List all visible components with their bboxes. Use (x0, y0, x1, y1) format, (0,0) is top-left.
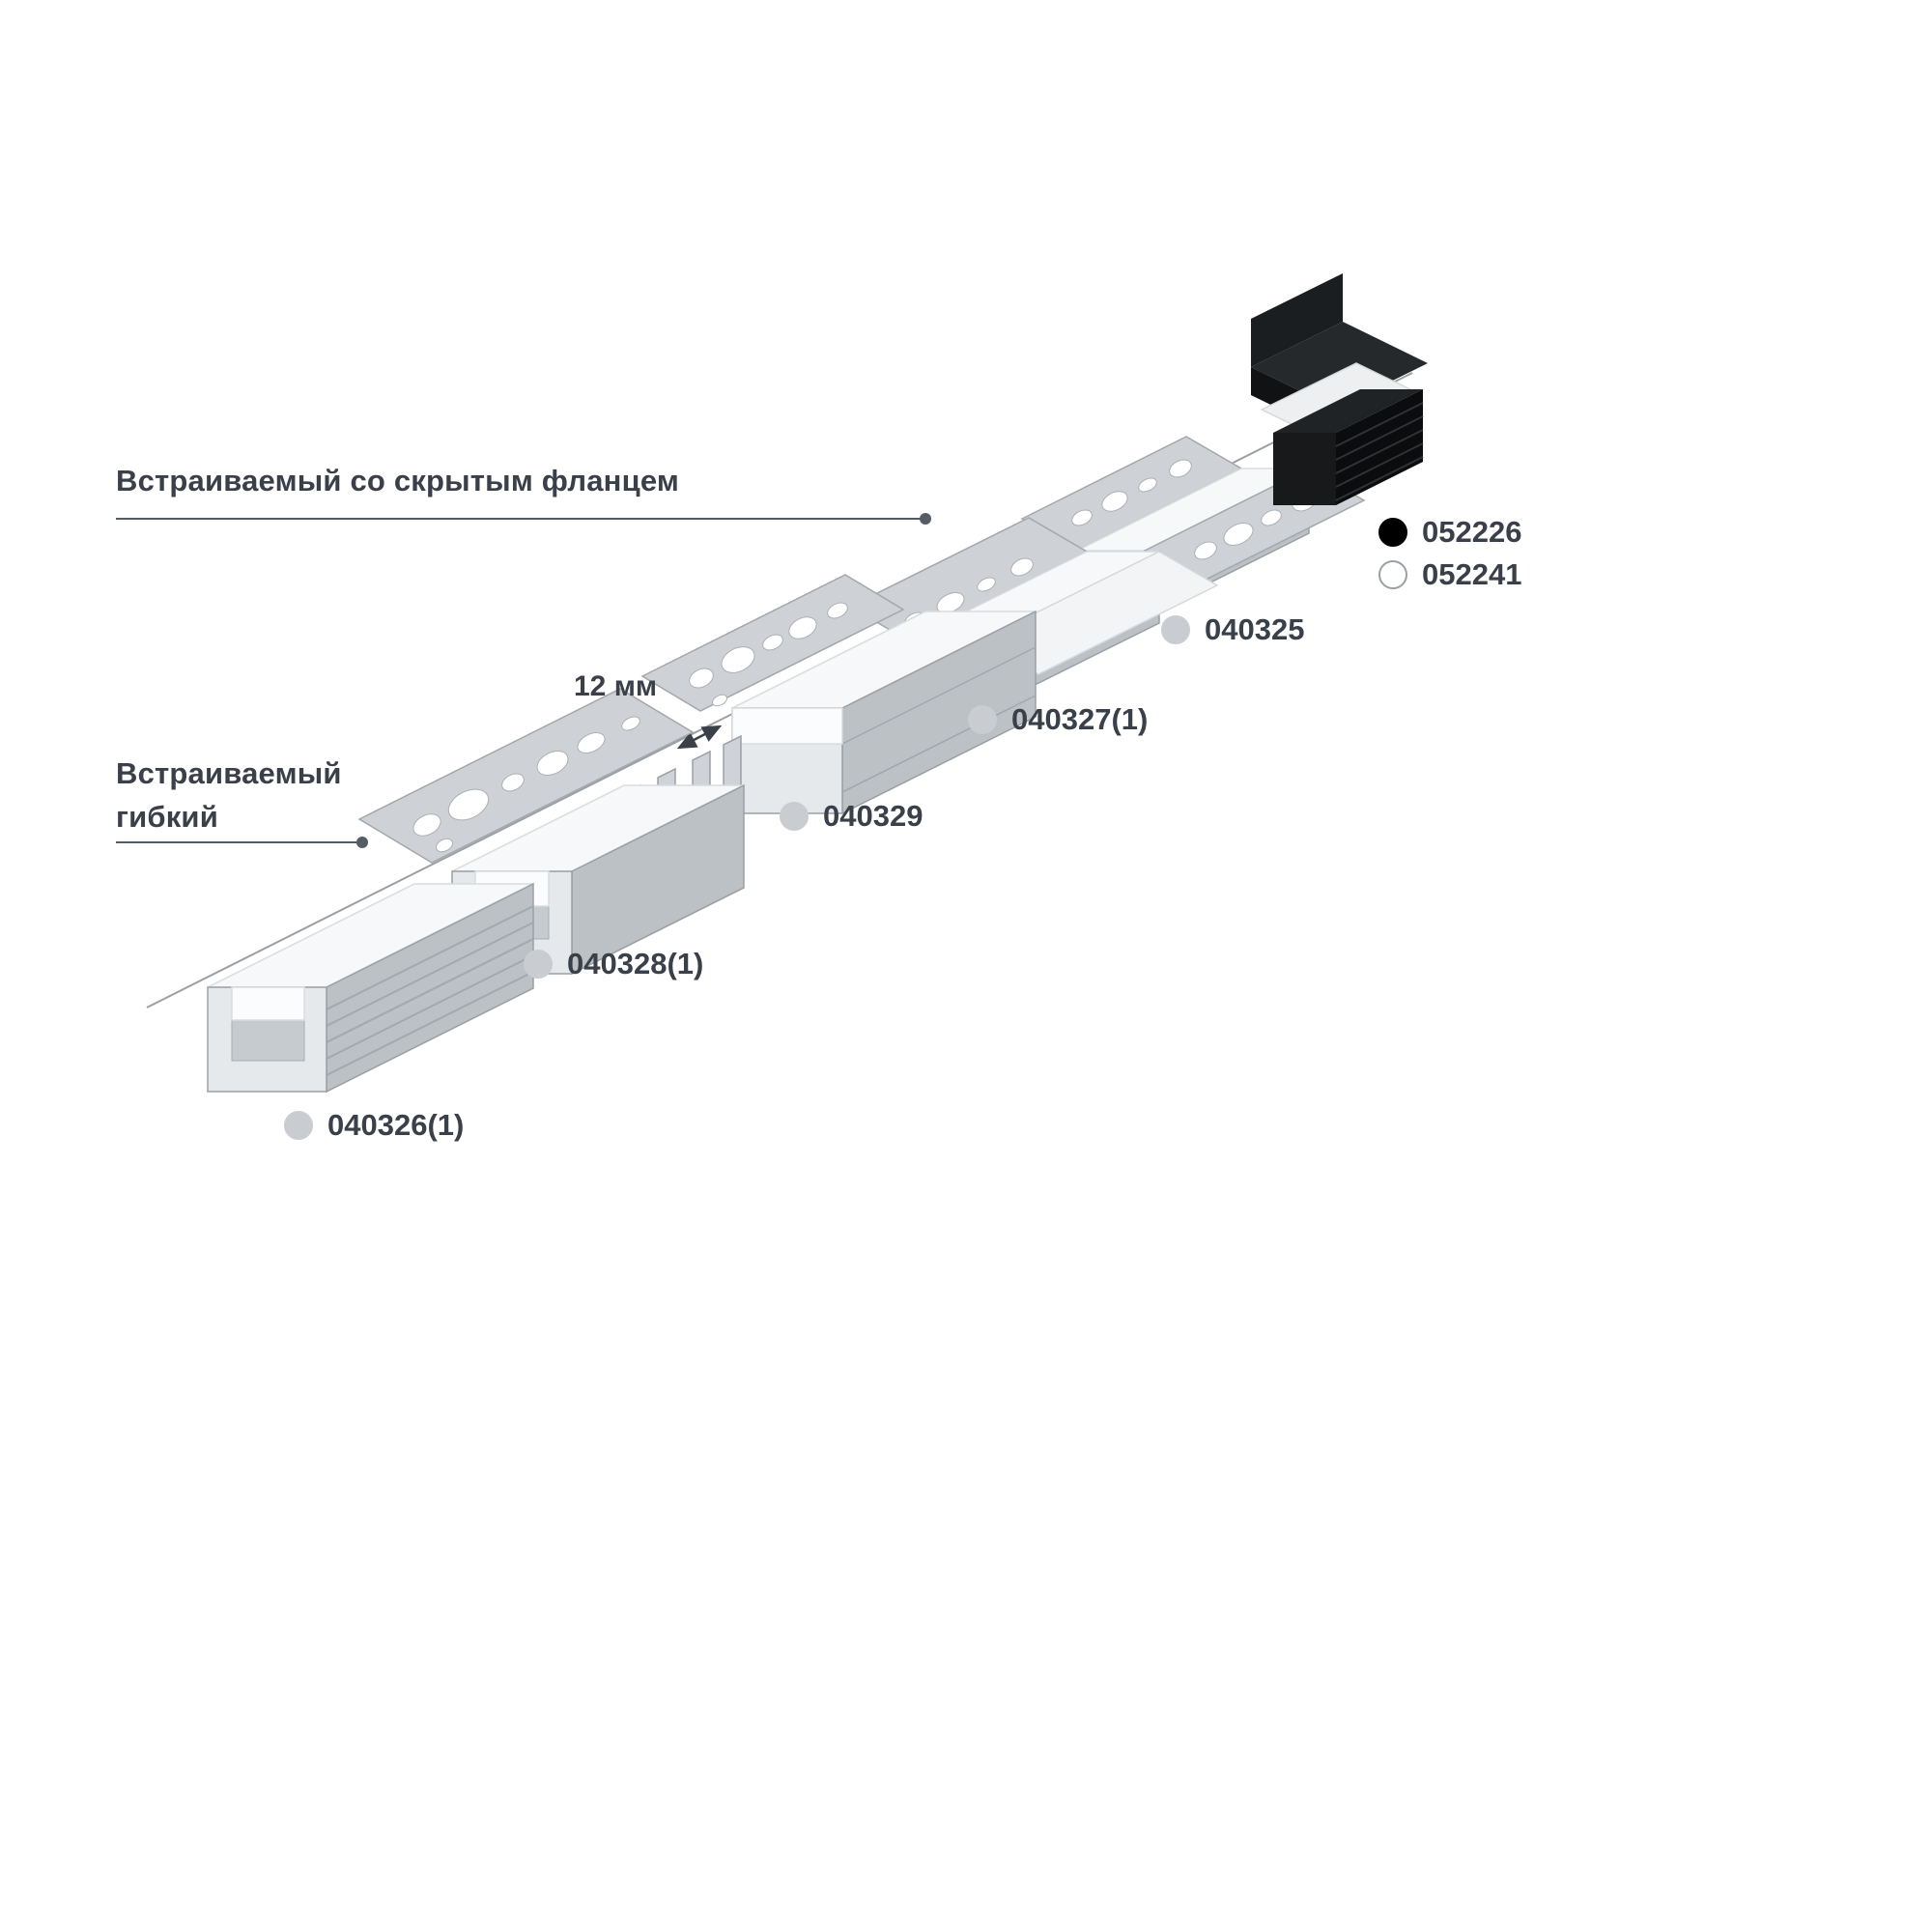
product-item-040329: 040329 (780, 799, 923, 834)
category-label-flexible: Встраиваемый гибкий (116, 752, 342, 838)
side-seams (841, 646, 1037, 793)
color-dot-black (1378, 518, 1407, 547)
color-dot-gray (780, 802, 809, 831)
flange-holes (1071, 459, 1192, 526)
profile-040326-flexible (207, 882, 534, 1094)
dimension-label: 12 мм (574, 670, 658, 702)
heatsink-ribs (1335, 402, 1424, 501)
product-code: 040327(1) (1011, 702, 1149, 736)
category-label-flexible-line2: гибкий (116, 800, 218, 834)
category-label-hidden-flange: Встраиваемый со скрытым фланцем (116, 464, 680, 497)
product-code: 052226 (1422, 515, 1522, 549)
color-dot-gray (1161, 615, 1190, 644)
product-item-052241: 052241 (1378, 557, 1521, 592)
product-item-040326: 040326(1) (284, 1108, 464, 1143)
product-item-052226: 052226 (1378, 515, 1521, 550)
profile-052226-black-recessed (1251, 273, 1428, 505)
product-item-040325: 040325 (1161, 612, 1304, 647)
color-dot-gray (524, 950, 553, 979)
category-label-flexible-line1: Встраиваемый (116, 756, 342, 790)
product-code: 040329 (823, 799, 923, 833)
leader-lines (116, 513, 931, 848)
product-code: 052241 (1422, 557, 1522, 591)
color-dot-gray (968, 705, 997, 734)
product-item-040328: 040328(1) (524, 947, 703, 981)
product-code: 040326(1) (327, 1108, 465, 1142)
flange-plate-2 (640, 574, 905, 712)
color-dot-white (1378, 560, 1407, 589)
dimension-arrow (676, 724, 723, 750)
product-code: 040328(1) (567, 947, 704, 980)
profile-040329-box (731, 610, 1037, 815)
product-code: 040325 (1205, 612, 1305, 646)
heatsink-ribs (326, 905, 534, 1076)
product-item-040327: 040327(1) (968, 702, 1148, 737)
color-dot-gray (284, 1111, 313, 1140)
flange-plate-1 (357, 688, 695, 864)
